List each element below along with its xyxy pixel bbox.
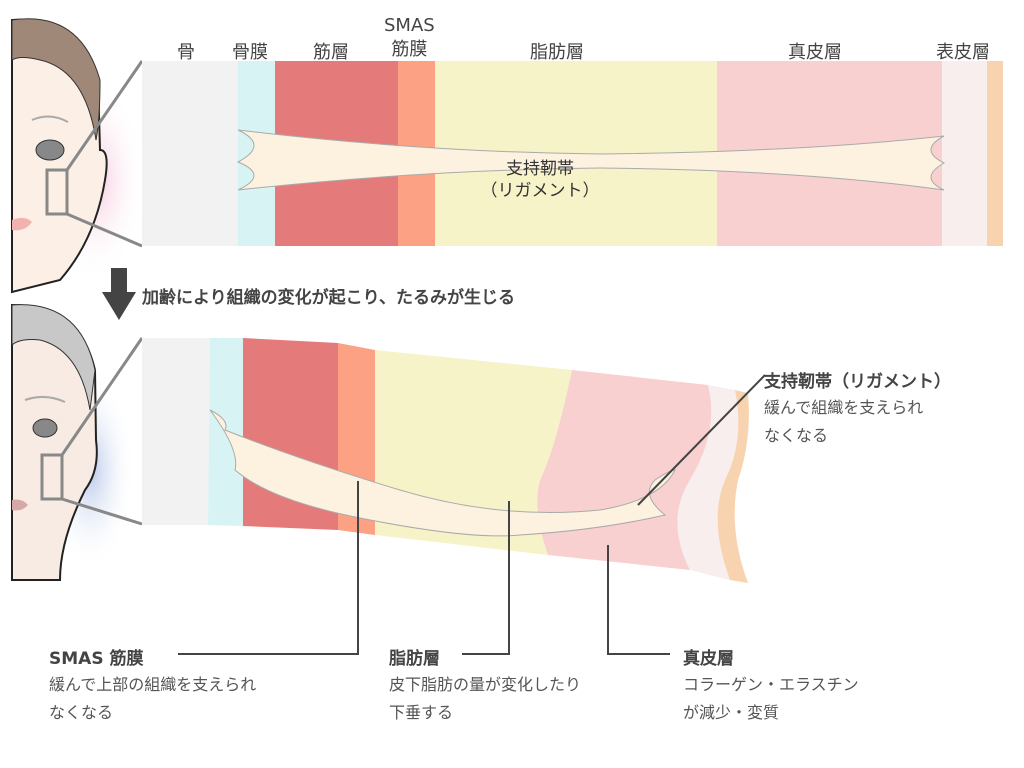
callout-leader-lines (178, 374, 766, 655)
ligament-aged (209, 409, 676, 537)
label-fat: 脂肪層 (530, 42, 584, 63)
ligament-label: 支持靭帯 （リガメント） (450, 158, 630, 202)
aged-face-illustration (11, 303, 144, 581)
down-arrow-icon (102, 268, 136, 320)
label-periosteum: 骨膜 (232, 42, 268, 63)
callout-smas: SMAS 筋膜 緩んで上部の組織を支えられ なくなる (49, 644, 256, 727)
aged-skin-layers (142, 338, 749, 583)
callout-fat-desc1: 皮下脂肪の量が変化したり (389, 675, 582, 694)
callout-ligament-desc1: 緩んで組織を支えられ (764, 398, 924, 417)
callout-dermis-desc1: コラーゲン・エラスチン (683, 675, 859, 694)
label-smas: SMAS 筋膜 (384, 14, 435, 62)
callout-dermis-desc2: が減少・変質 (683, 703, 780, 722)
aging-caption: 加齢により組織の変化が起こり、たるみが生じる (142, 288, 515, 308)
callout-fat-title: 脂肪層 (389, 649, 440, 669)
label-muscle: 筋層 (313, 42, 349, 63)
layer-bone (142, 61, 238, 246)
callout-fat-desc2: 下垂する (389, 703, 454, 722)
label-epidermis: 表皮層 (936, 42, 990, 63)
ligament-label-line1: 支持靭帯 (506, 159, 574, 179)
callout-dermis: 真皮層 コラーゲン・エラスチン が減少・変質 (683, 644, 859, 727)
callout-smas-desc2: なくなる (49, 703, 114, 722)
label-bone: 骨 (177, 42, 195, 63)
layer-outer (717, 390, 749, 583)
layer-epidermis (677, 385, 739, 580)
callout-ligament-desc2: なくなる (764, 426, 829, 445)
callout-ligament: 支持靭帯（リガメント） 緩んで組織を支えられ なくなる (764, 367, 951, 450)
label-smas-line1: SMAS (384, 15, 435, 36)
layer-outer (987, 61, 1003, 246)
young-skin-layers (142, 61, 1003, 246)
callout-dermis-title: 真皮層 (683, 649, 734, 669)
callout-ligament-title: 支持靭帯（リガメント） (764, 372, 951, 392)
callout-fat: 脂肪層 皮下脂肪の量が変化したり 下垂する (389, 644, 581, 727)
ligament-label-line2: （リガメント） (480, 181, 600, 201)
young-face-illustration (11, 18, 145, 294)
ligament-young (236, 129, 946, 191)
callout-smas-desc1: 緩んで上部の組織を支えられ (49, 675, 257, 694)
callout-smas-title: SMAS 筋膜 (49, 649, 144, 669)
layer-epidermis (942, 61, 987, 246)
label-smas-line2: 筋膜 (391, 39, 428, 60)
label-dermis: 真皮層 (788, 42, 842, 63)
layer-bone (142, 338, 210, 525)
